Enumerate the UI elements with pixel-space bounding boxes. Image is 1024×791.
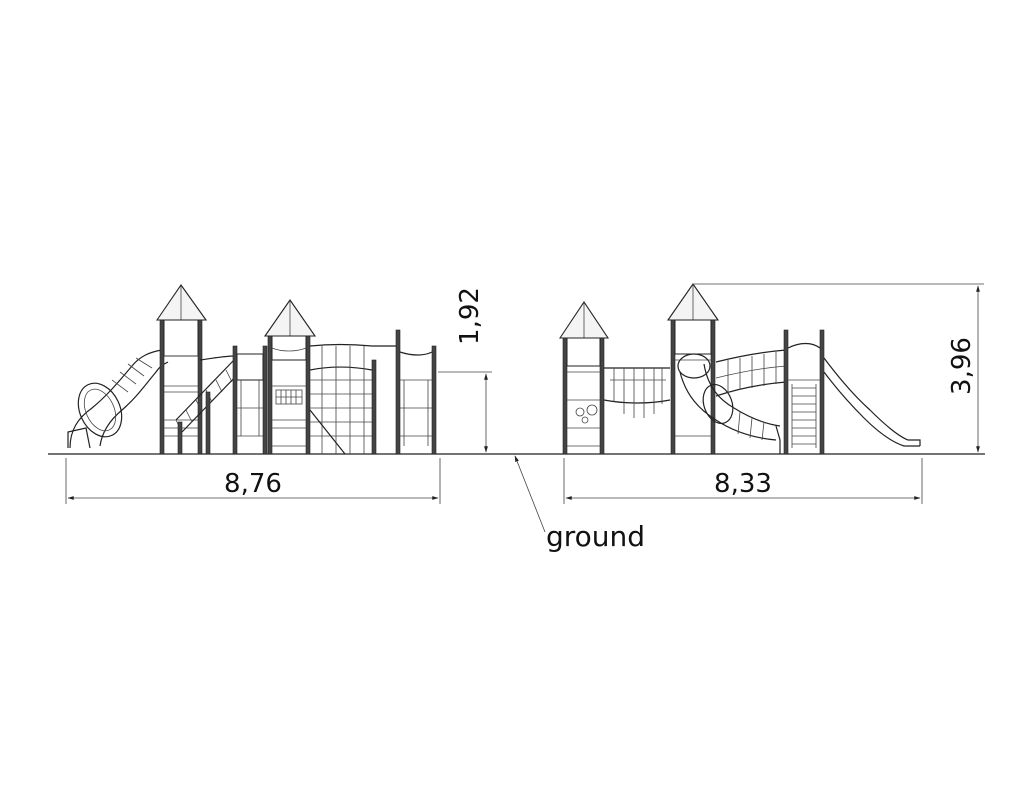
dimension-right-width-label: 8,33	[714, 469, 772, 499]
left-tube-slide	[67, 349, 169, 449]
right-playground-elevation	[558, 283, 921, 455]
right-tower-c	[783, 329, 825, 455]
dimension-left-width-label: 8,76	[224, 469, 282, 499]
right-straight-slide	[823, 357, 921, 447]
right-chain-bridge	[603, 367, 671, 418]
ground-leader: ground	[514, 455, 645, 553]
right-net-bridge	[715, 349, 787, 397]
dimension-left-height: 1,92	[438, 287, 492, 453]
left-tower-2	[232, 345, 268, 455]
dimension-right-width: 8,33	[563, 458, 923, 504]
left-playground-elevation	[67, 284, 437, 455]
right-tube-slide	[677, 353, 781, 454]
left-end-tower	[399, 345, 437, 455]
left-tower-3	[263, 299, 317, 455]
right-tower-b	[666, 283, 720, 455]
left-ramp	[175, 355, 241, 455]
left-net-bridge	[309, 329, 401, 455]
dimension-right-height-label: 3,96	[947, 337, 977, 395]
dimension-left-width: 8,76	[65, 458, 441, 504]
dimension-left-height-label: 1,92	[455, 287, 485, 345]
dimension-right-height: 3,96	[694, 283, 984, 453]
right-tower-a	[558, 301, 610, 455]
ground-label: ground	[546, 520, 645, 553]
left-tower-1	[155, 284, 208, 455]
